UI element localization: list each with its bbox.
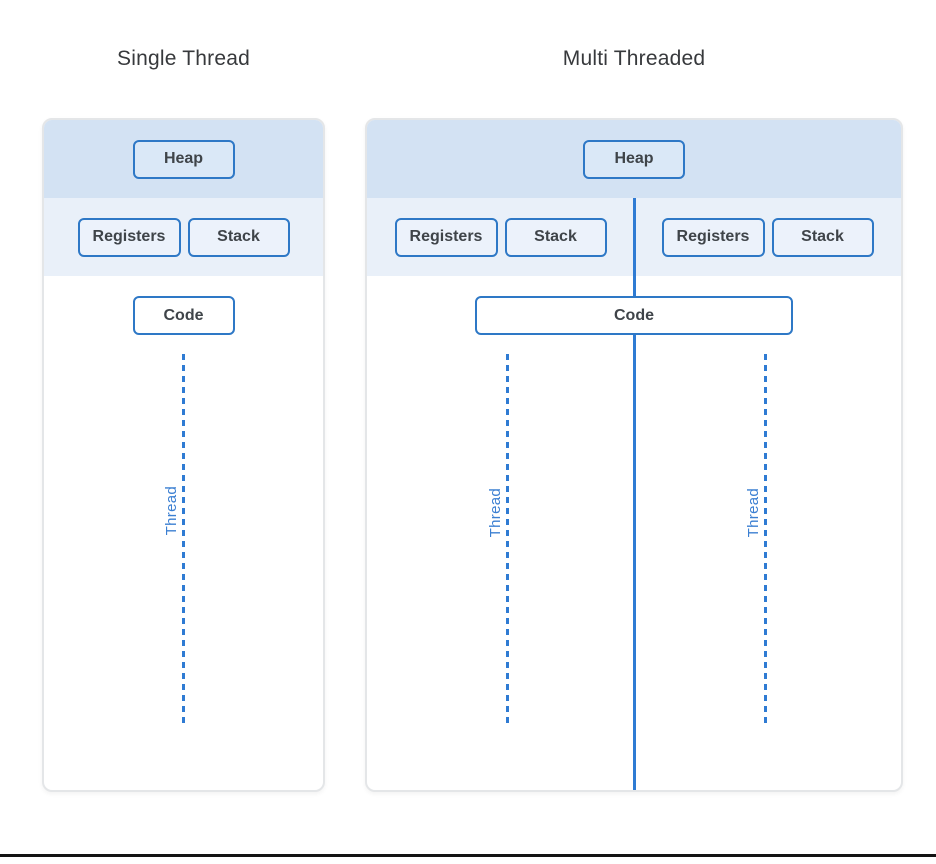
thread-label-1: Thread: [487, 488, 504, 538]
heap-band: Heap: [44, 120, 323, 198]
stack-box: Stack: [187, 217, 290, 257]
code-box: Code: [475, 296, 793, 335]
single-thread-title: Single Thread: [117, 47, 250, 70]
thread-divider-line: [632, 198, 636, 790]
thread-context-group-1: Registers Stack: [367, 198, 634, 276]
registers-box: Registers: [77, 217, 181, 257]
thread-label-2: Thread: [745, 488, 762, 538]
thread-dashed-line-1: [506, 354, 509, 728]
thread-dashed-line: [182, 354, 185, 728]
registers-band: Registers Stack: [44, 198, 323, 276]
thread-label: Thread: [163, 486, 180, 536]
heap-box: Heap: [583, 139, 685, 179]
thread-context-group-2: Registers Stack: [634, 198, 901, 276]
registers-box: Registers: [394, 217, 498, 257]
thread-context-group: Registers Stack: [44, 198, 323, 276]
single-thread-card: Heap Registers Stack Code Thread: [42, 118, 325, 792]
multi-threaded-title: Multi Threaded: [562, 47, 706, 70]
heap-band: Heap: [367, 120, 901, 198]
thread-dashed-line-2: [764, 354, 767, 728]
registers-box: Registers: [661, 217, 765, 257]
page-bottom-divider: [0, 854, 936, 857]
multi-threaded-card: Heap Registers Stack Registers Stack Cod…: [365, 118, 903, 792]
stack-box: Stack: [771, 217, 874, 257]
stack-box: Stack: [504, 217, 607, 257]
code-box: Code: [132, 296, 235, 335]
heap-box: Heap: [132, 139, 235, 179]
